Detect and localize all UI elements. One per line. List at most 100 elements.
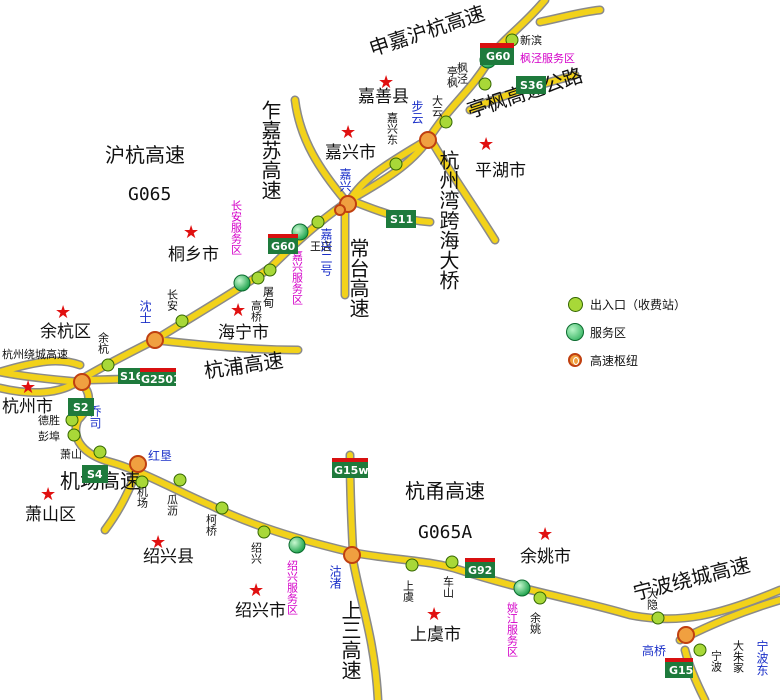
svg-text:桐乡市: 桐乡市 [168, 245, 219, 265]
star-icon: ★ [55, 302, 71, 323]
legend-service-label: 服务区 [590, 325, 627, 340]
svg-text:大朱家: 大朱家 [732, 639, 745, 673]
svg-text:上虞市: 上虞市 [410, 625, 461, 645]
svg-text:G15w: G15w [334, 464, 369, 477]
cities: ★嘉善县 ★嘉兴市 ★平湖市 ★桐乡市 ★海宁市 ★余杭区 ★杭州市 ★萧山区 … [2, 72, 571, 645]
svg-text:宁波: 宁波 [710, 649, 723, 673]
exit-wangdian: 王店 [310, 215, 332, 253]
shen-jia-hu-hang-name: 申嘉沪杭高速 [366, 1, 488, 61]
service-changan: 长安服务区 [230, 200, 251, 292]
svg-text:G60: G60 [486, 50, 511, 63]
svg-text:沈士: 沈士 [138, 299, 152, 324]
exits: 新滨 枫泾 亭枫 大云 嘉兴东 王店 屠甸 长安 高桥 余杭 德胜 彭埠 萧山 … [38, 33, 745, 673]
svg-text:绍兴服务区: 绍兴服务区 [286, 559, 299, 615]
svg-text:机场: 机场 [136, 485, 149, 509]
svg-text:G92: G92 [468, 564, 492, 577]
exit-yuyao: 余姚 [529, 591, 547, 635]
svg-text:屠甸: 屠甸 [262, 286, 275, 309]
svg-text:车山: 车山 [442, 575, 455, 598]
city-shangyu: ★上虞市 [410, 604, 461, 645]
legend-exit-label: 出入口（收费站） [590, 297, 687, 312]
legend-exit: 出入口（收费站） [560, 290, 760, 318]
hub-guzhu: 沽渚 [328, 546, 361, 589]
hangzhou-ring-name: 杭州绕城高速 [2, 347, 68, 361]
exit-ningbo: 宁波 [693, 643, 723, 673]
service-area-icon [566, 323, 584, 341]
hub-ningbo-east: 宁波东 [755, 639, 769, 676]
svg-text:绍兴市: 绍兴市 [235, 601, 286, 621]
star-icon: ★ [230, 300, 246, 321]
hub-shenshi: 沈士 [138, 299, 164, 349]
hub-icon [568, 353, 582, 367]
svg-text:S16: S16 [120, 370, 144, 383]
svg-text:嘉兴东: 嘉兴东 [386, 111, 399, 145]
svg-text:G60: G60 [271, 240, 296, 253]
svg-text:上虞: 上虞 [402, 580, 415, 603]
exit-yuhang: 余杭 [97, 331, 115, 372]
city-yuhang: ★余杭区 [40, 302, 91, 342]
star-icon: ★ [183, 222, 199, 243]
exit-dayun: 大云 [431, 94, 453, 129]
svg-text:嘉兴: 嘉兴 [338, 168, 352, 192]
service-yaojiang: 姚江服务区 [506, 579, 531, 657]
svg-text:王店: 王店 [310, 239, 332, 253]
city-tongxiang: ★桐乡市 [168, 222, 219, 265]
exit-gaoqiao-north: 高桥 [250, 271, 265, 323]
svg-text:瓜沥: 瓜沥 [166, 494, 179, 516]
svg-text:余杭区: 余杭区 [40, 322, 91, 342]
star-icon: ★ [378, 72, 394, 93]
city-pinghu: ★平湖市 [475, 134, 526, 181]
legend-service: 服务区 [560, 318, 760, 346]
hubs: 嘉兴 沈士 步云 嘉兴二号 乔司 红垦 沽渚 高桥 宁波东 [73, 100, 769, 676]
exit-marker-icon [567, 296, 583, 312]
exit-dazhujia: 大朱家 [732, 639, 745, 673]
sign-g60-jiaxing: G60 [268, 234, 298, 254]
city-jiaxing: ★嘉兴市 [325, 122, 376, 163]
sign-s11: S11 [386, 210, 416, 228]
hu-hang-highway-code: G065 [128, 184, 171, 205]
svg-text:新滨: 新滨 [520, 33, 542, 47]
svg-text:S2: S2 [73, 401, 89, 414]
star-icon: ★ [340, 122, 356, 143]
svg-text:高桥: 高桥 [642, 643, 666, 658]
star-icon: ★ [150, 532, 166, 553]
city-jiashan: ★嘉善县 [358, 72, 409, 107]
svg-text:大云: 大云 [431, 94, 444, 118]
sign-g15: G15 [665, 658, 693, 678]
hub-gaoqiao-ningbo: 高桥 [642, 626, 695, 658]
service-shaoxing: 绍兴服务区 [286, 536, 306, 615]
map-legend: 出入口（收费站） 服务区 高速枢纽 [560, 290, 760, 374]
svg-text:枫泾: 枫泾 [456, 61, 469, 84]
svg-text:杭州市: 杭州市 [2, 397, 53, 417]
sign-g92: G92 [465, 558, 495, 578]
svg-text:余杭: 余杭 [97, 331, 110, 355]
hu-hang-highway-name: 沪杭高速 [105, 143, 185, 167]
svg-text:红垦: 红垦 [148, 448, 172, 463]
hangzhou-bay-bridge-name: 杭州湾跨海大桥 [436, 150, 460, 290]
sign-g2501: G2501 [140, 368, 181, 386]
svg-text:姚江服务区: 姚江服务区 [506, 601, 519, 657]
svg-text:余姚市: 余姚市 [520, 547, 571, 567]
city-shaoxing: ★绍兴市 [235, 580, 286, 621]
city-hangzhou: ★杭州市 [2, 377, 53, 417]
legend-hub: 高速枢纽 [560, 346, 760, 374]
exit-changan: 长安 [166, 289, 189, 328]
star-icon: ★ [478, 134, 494, 155]
svg-text:宁波东: 宁波东 [755, 639, 769, 676]
svg-text:海宁市: 海宁市 [218, 323, 269, 343]
svg-text:嘉兴市: 嘉兴市 [325, 143, 376, 163]
exit-shaoxing: 绍兴 [250, 525, 271, 564]
chang-tai-name: 常台高速 [346, 238, 370, 318]
svg-text:萧山: 萧山 [60, 448, 82, 461]
svg-text:绍兴: 绍兴 [250, 541, 263, 564]
hub-jiaxing-2: 嘉兴二号 [319, 204, 346, 276]
exit-fengjing: 枫泾 [456, 61, 492, 91]
exit-tingfeng: 亭枫 [446, 65, 459, 89]
exit-cheshan: 车山 [442, 555, 459, 598]
sign-g15w: G15w [332, 458, 369, 478]
exit-guali: 瓜沥 [166, 473, 187, 516]
svg-text:枫泾服务区: 枫泾服务区 [520, 51, 575, 65]
exit-pengbu: 彭埠 [38, 428, 81, 443]
sign-s16: S16 [118, 368, 144, 384]
sign-s4: S4 [82, 465, 108, 483]
